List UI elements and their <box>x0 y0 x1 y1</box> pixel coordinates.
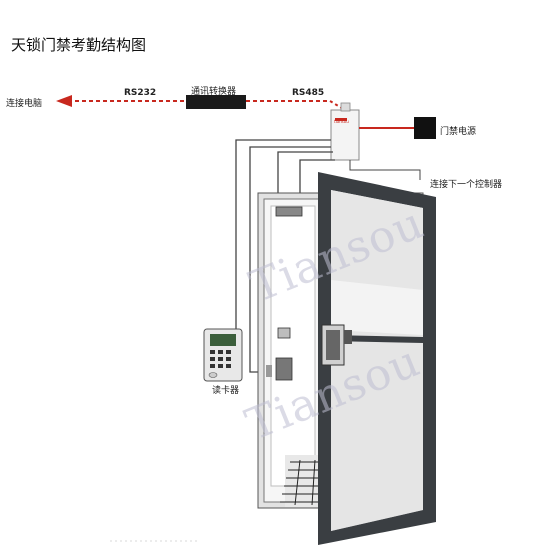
controller-brand: tiansou <box>334 119 349 124</box>
diagram-title: 天锁门禁考勤结构图 <box>11 36 147 54</box>
exit-button <box>277 327 291 339</box>
frame-sensor <box>275 206 303 217</box>
rs485-label: RS485 <box>292 88 325 98</box>
converter-box <box>186 95 246 109</box>
magnetic-lock <box>321 324 352 366</box>
card-reader-label: 读卡器 <box>212 386 240 396</box>
next-controller-label: 连接下一个控制器 <box>430 180 503 190</box>
lock-power-label: 门禁电源 <box>440 127 477 137</box>
door-leaf <box>318 172 436 545</box>
converter-label: 通讯转换器 <box>191 87 237 97</box>
frame-lock-plate <box>275 357 293 381</box>
rs232-label: RS232 <box>124 88 157 98</box>
arrow-to-computer-icon <box>56 95 72 107</box>
card-reader-device <box>203 328 243 382</box>
lock-power-box <box>414 117 436 139</box>
computer-label: 连接电脑 <box>6 99 43 109</box>
rs232-link <box>56 95 186 107</box>
controller-unit <box>330 102 360 161</box>
